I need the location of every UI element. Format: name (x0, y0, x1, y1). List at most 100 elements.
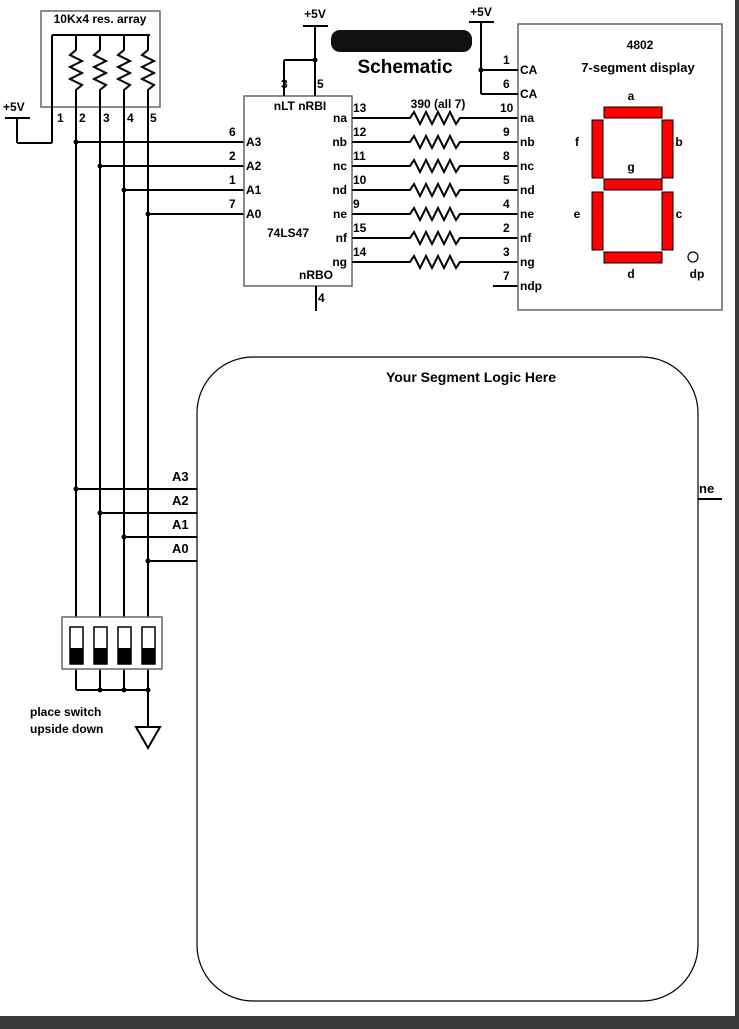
logic-in-a0: A0 (172, 541, 189, 556)
display-part: 4802 (627, 38, 654, 52)
display-ca-pin-1: 1 (503, 53, 510, 67)
segment-g (603, 178, 663, 191)
disp-in-ng: ng (520, 255, 535, 269)
ic-out-pin-11: 11 (353, 149, 366, 163)
ic-supply-label: +5V (304, 7, 326, 21)
segment-b (661, 119, 674, 179)
ic-in-pin-1: 1 (229, 173, 236, 187)
ic-in-a2: A2 (246, 159, 262, 173)
ic-out-na: na (333, 111, 347, 125)
ic-top-label: nLT nRBI (274, 99, 326, 113)
logic-output-ne: ne (699, 481, 714, 496)
ic-in-pin-6: 6 (229, 125, 236, 139)
disp-pin-9: 9 (503, 125, 510, 139)
segment-d (603, 251, 663, 264)
ic-out-pin-15: 15 (353, 221, 367, 235)
logic-in-a2: A2 (172, 493, 189, 508)
ic-pin-4: 4 (318, 291, 325, 305)
ic-out-ng: ng (332, 255, 347, 269)
series-resistors (352, 109, 518, 287)
res-pin-4: 4 (127, 111, 134, 125)
switch-junctions (97, 687, 151, 693)
res-pin-2: 2 (79, 111, 86, 125)
dip-switch-knobs (70, 648, 155, 664)
disp-in-nd: nd (520, 183, 535, 197)
disp-in-na: na (520, 111, 534, 125)
disp-pin-3: 3 (503, 245, 510, 259)
ic-rbo-label: nRBO (299, 268, 333, 282)
res-pin-3: 3 (103, 111, 110, 125)
ic-out-pin-14: 14 (353, 245, 367, 259)
res-pin-5: 5 (150, 111, 157, 125)
seg-label-f: f (575, 135, 580, 149)
display-ca-pin-6: 6 (503, 77, 510, 91)
segment-dp (687, 251, 699, 263)
seg-label-d: d (627, 267, 634, 281)
ic-out-pin-12: 12 (353, 125, 367, 139)
ic-in-a1: A1 (246, 183, 262, 197)
ic-74ls47 (243, 95, 353, 287)
supply-left-label: +5V (3, 100, 25, 114)
res-pin-1: 1 (57, 111, 64, 125)
display-supply-label: +5V (470, 5, 492, 19)
ic-in-pin-7: 7 (229, 197, 236, 211)
seg-label-c: c (676, 207, 683, 221)
disp-pin-8: 8 (503, 149, 510, 163)
ic-in-a3: A3 (246, 135, 262, 149)
ic-out-pin-9: 9 (353, 197, 360, 211)
page-title: Schematic (357, 57, 452, 78)
input-bus (75, 104, 244, 690)
ic-out-pin-13: 13 (353, 101, 367, 115)
seg-label-e: e (574, 207, 581, 221)
switch-ground (76, 689, 162, 751)
segment-f (591, 119, 604, 179)
ic-supply-junction (312, 57, 318, 63)
disp-pin-5: 5 (503, 173, 510, 187)
disp-in-ne: ne (520, 207, 534, 221)
logic-in-a1: A1 (172, 517, 189, 532)
seg-label-g: g (627, 160, 634, 174)
switch-note-line1: place switch (30, 705, 101, 719)
supply-left (5, 117, 52, 144)
disp-pin-10: 10 (500, 101, 514, 115)
switch-note-line2: upside down (30, 722, 103, 736)
disp-in-nc: nc (520, 159, 534, 173)
bus-junctions (73, 139, 151, 564)
logic-box-title: Your Segment Logic Here (386, 369, 556, 385)
ic-out-nc: nc (333, 159, 347, 173)
display-ca-2: CA (520, 87, 538, 101)
display-supply (469, 21, 518, 95)
disp-in-nf: nf (520, 231, 532, 245)
seven-segment-digit (591, 106, 674, 264)
resistor-array (40, 10, 161, 143)
ic-out-nd: nd (332, 183, 347, 197)
segment-logic-area[interactable] (196, 356, 699, 1002)
seg-label-b: b (675, 135, 682, 149)
ic-in-a0: A0 (246, 207, 262, 221)
ic-name: 74LS47 (267, 226, 309, 240)
ic-pin-3: 3 (281, 77, 288, 91)
disp-in-ndp: ndp (520, 279, 542, 293)
res-array-label: 10Kx4 res. array (54, 12, 147, 26)
disp-pin-7: 7 (503, 269, 510, 283)
ic-out-pin-10: 10 (353, 173, 367, 187)
seg-label-a: a (628, 89, 635, 103)
series-resistor-label: 390 (all 7) (411, 97, 466, 111)
ic-in-pin-2: 2 (229, 149, 236, 163)
logic-in-a3: A3 (172, 469, 189, 484)
segment-a (603, 106, 663, 119)
ic-out-ne: ne (333, 207, 347, 221)
redacted-scribble (331, 30, 472, 52)
segment-c (661, 191, 674, 251)
ic-pin-5: 5 (317, 77, 324, 91)
disp-in-nb: nb (520, 135, 535, 149)
display-ca-1: CA (520, 63, 538, 77)
ic-out-nf: nf (336, 231, 348, 245)
display-name: 7-segment display (581, 60, 695, 75)
display-supply-junction (478, 67, 484, 73)
segment-e (591, 191, 604, 251)
seg-label-dp: dp (690, 267, 705, 281)
ic-out-nb: nb (332, 135, 347, 149)
